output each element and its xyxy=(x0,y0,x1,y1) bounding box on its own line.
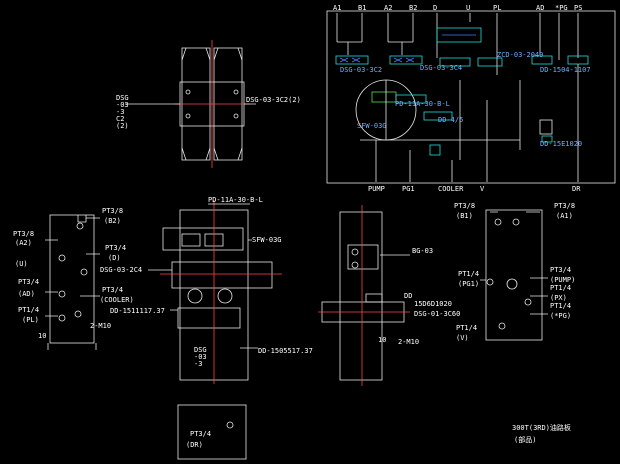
title-line2: (部品) xyxy=(514,435,536,444)
port-b1-code: PT3/8 xyxy=(454,202,475,210)
port-pg-code: PT1/4 xyxy=(550,302,571,310)
port-d: D xyxy=(433,4,437,12)
port-label-d: PT3/4 xyxy=(105,244,126,252)
valve-dd-label: DD-15E1020 xyxy=(540,140,582,148)
port-u: U xyxy=(466,4,470,12)
schematic-bottom-ports: PUMP PG1 COOLER V DR xyxy=(368,185,581,193)
port-label-a2: PT3/8 xyxy=(13,230,34,238)
dd1-label: DD-1511117.37 xyxy=(110,307,165,315)
port-label-b2-sub: (B2) xyxy=(104,217,121,225)
port-pg: *PG xyxy=(555,4,568,12)
schematic-top-ports: A1 B1 A2 B2 D U PL AD *PG PS xyxy=(333,4,582,12)
port-v-code: PT1/4 xyxy=(456,324,477,332)
port-b1-sub: (B1) xyxy=(456,212,473,220)
port-b2: B2 xyxy=(409,4,417,12)
port-px-code: PT1/4 xyxy=(550,284,571,292)
valve-3-label: ZCD-03-2040 xyxy=(497,51,543,59)
title-line1: 300T(3RD)油路板 xyxy=(512,423,571,432)
port-pg1-sub: (PG1) xyxy=(458,280,479,288)
valve-sfw-label: SFW-03G xyxy=(357,122,387,130)
port-label-cooler: PT3/4 xyxy=(102,286,123,294)
port-label-a2-sub: (A2) xyxy=(15,239,32,247)
stack-model-label: DSG-03-3C2(2) xyxy=(246,96,301,104)
dsg-label: DSG-03-2C4 xyxy=(100,266,142,274)
port-pl: PL xyxy=(493,4,501,12)
port-ps: PS xyxy=(574,4,582,12)
port-label-cooler-sub: (COOLER) xyxy=(100,296,134,304)
dsg-vertical-label: DSG-03-3 xyxy=(194,346,207,368)
port-a1-sub: (A1) xyxy=(556,212,573,220)
port-b1: B1 xyxy=(358,4,366,12)
port-a1: A1 xyxy=(333,4,341,12)
dsg-label-right: DSG-01-3C60 xyxy=(414,310,460,318)
port-label-ad: PT3/4 xyxy=(18,278,39,286)
port-label-d-sub: (D) xyxy=(108,254,121,262)
dim-10-right: 10 xyxy=(378,336,386,344)
port-label-u: (U) xyxy=(15,260,28,268)
port-v-sub: (V) xyxy=(456,334,469,342)
port-v: V xyxy=(480,185,485,193)
title-block: 300T(3RD)油路板 (部品) xyxy=(512,423,571,444)
center-assembly: PD-11A-30-B-L SFW-03G DSG-03-2C4 DD-1511… xyxy=(100,196,313,384)
pd-label: PD-11A-30-B-L xyxy=(208,196,263,204)
port-label-pl-sub: (PL) xyxy=(22,316,39,324)
port-pg1-code: PT1/4 xyxy=(458,270,479,278)
dim-10: 10 xyxy=(38,332,46,340)
port-pump-sub: (PUMP) xyxy=(550,276,575,284)
schematic-frame xyxy=(326,10,616,184)
dd-code: 15D6D1020 xyxy=(414,300,452,308)
valve-4-label: DD-1504-1107 xyxy=(540,66,591,74)
port-cooler: COOLER xyxy=(438,185,464,193)
sfw-label: SFW-03G xyxy=(252,236,282,244)
port-pump-code: PT3/4 xyxy=(550,266,571,274)
bottom-box: PT3/4 (DR) xyxy=(177,404,247,460)
port-label-pl: PT1/4 xyxy=(18,306,39,314)
port-a1-code: PT3/8 xyxy=(554,202,575,210)
port-label-b2: PT3/8 xyxy=(102,207,123,215)
hydraulic-schematic: A1 B1 A2 B2 D U PL AD *PG PS DSG-03-3C2 … xyxy=(326,4,616,193)
valve-1-label: DSG-03-3C2 xyxy=(340,66,382,74)
port-pg1: PG1 xyxy=(402,185,415,193)
dim-2m10-right: 2-M10 xyxy=(398,338,419,346)
port-pg-sub: (*PG) xyxy=(550,312,571,320)
bottom-sub: (DR) xyxy=(186,441,203,449)
port-dr: DR xyxy=(572,185,581,193)
port-px-sub: (PX) xyxy=(550,294,567,302)
valve-2-label: DSG-03-3C4 xyxy=(420,64,462,72)
right-center-assembly: BG-03 DD 15D6D1020 DSG-01-3C60 10 2-M10 xyxy=(318,205,460,386)
bottom-code: PT3/4 xyxy=(190,430,211,438)
port-pump: PUMP xyxy=(368,185,385,193)
left-manifold: PT3/8 (B2) PT3/8 (A2) PT3/4 (D) (U) PT3/… xyxy=(13,207,134,350)
bg-label: BG-03 xyxy=(412,247,433,255)
right-manifold: PT3/8 (B1) PT3/8 (A1) PT1/4 (PG1) PT3/4 … xyxy=(454,202,575,342)
dim-2m10: 2-M10 xyxy=(90,322,111,330)
dd-label: DD xyxy=(404,292,412,300)
valve-pd-label: PD-11A-30-B-L xyxy=(395,100,450,108)
dd2-label: DD-1505517.37 xyxy=(258,347,313,355)
port-ad: AD xyxy=(536,4,544,12)
valve-zcd-label: DD-4/5 xyxy=(438,116,463,124)
port-label-ad-sub: (AD) xyxy=(18,290,35,298)
port-a2: A2 xyxy=(384,4,392,12)
